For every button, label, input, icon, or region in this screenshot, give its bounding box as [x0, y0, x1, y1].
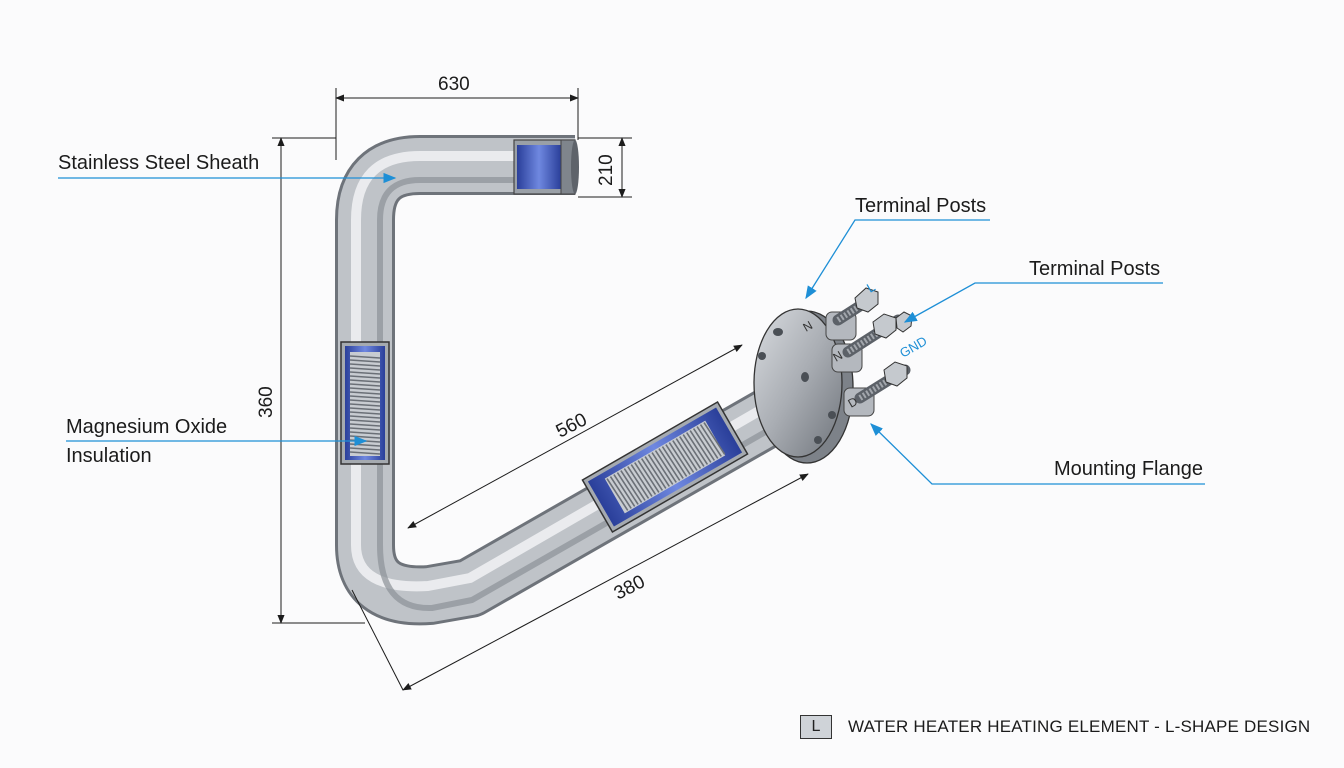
dim-210: 210	[596, 154, 617, 186]
dim-630: 630	[438, 74, 470, 95]
insulation-cutaway-diagonal	[581, 400, 749, 534]
coil-ring	[349, 355, 381, 359]
title-block: L WATER HEATER HEATING ELEMENT - L-SHAPE…	[800, 715, 1310, 739]
coil-ring	[349, 427, 381, 431]
terminal-post-3	[854, 361, 911, 404]
dim-560: 560	[553, 409, 591, 442]
tube-end-cutaway	[513, 139, 579, 195]
coil-ring	[349, 395, 381, 399]
coil-ring	[349, 407, 381, 411]
terminal-post-2	[842, 311, 913, 358]
coil-ring	[349, 419, 381, 423]
terminal-mark-gnd: GND	[897, 333, 930, 360]
dimension-lines	[272, 88, 809, 691]
insulation-cutaway-vertical	[340, 341, 390, 465]
label-mounting-flange: Mounting Flange	[1054, 458, 1203, 480]
label-magnesium-oxide: Magnesium Oxide	[66, 416, 228, 438]
terminal-post-1	[832, 287, 879, 326]
mounting-flange-assembly: L GND N N D	[753, 279, 930, 464]
coil-ring	[349, 399, 381, 403]
coil-ring	[349, 367, 381, 371]
title-tag: L	[800, 715, 832, 739]
coil-ring	[349, 403, 381, 407]
heating-tube	[335, 135, 805, 626]
coil-ring	[349, 383, 381, 387]
dim-360: 360	[256, 386, 277, 418]
coil-ring	[349, 359, 381, 363]
coil-ring	[349, 391, 381, 395]
coil-ring	[349, 379, 381, 383]
coil-ring	[349, 375, 381, 379]
coil-ring	[349, 363, 381, 367]
coil-ring	[349, 387, 381, 391]
coil-ring	[349, 431, 381, 435]
label-terminal-posts-2: Terminal Posts	[1029, 258, 1161, 280]
coil-ring	[349, 451, 381, 455]
coil-ring	[349, 447, 381, 451]
coil-ring	[349, 371, 381, 375]
coil-ring	[349, 423, 381, 427]
coil-ring	[349, 415, 381, 419]
label-insulation: Insulation	[66, 445, 152, 467]
coil-ring	[349, 411, 381, 415]
diagram-title: WATER HEATER HEATING ELEMENT - L-SHAPE D…	[848, 717, 1311, 736]
label-stainless-steel-sheath: Stainless Steel Sheath	[58, 152, 260, 174]
label-terminal-posts-1: Terminal Posts	[855, 195, 987, 217]
callout-leaders	[58, 172, 1205, 485]
